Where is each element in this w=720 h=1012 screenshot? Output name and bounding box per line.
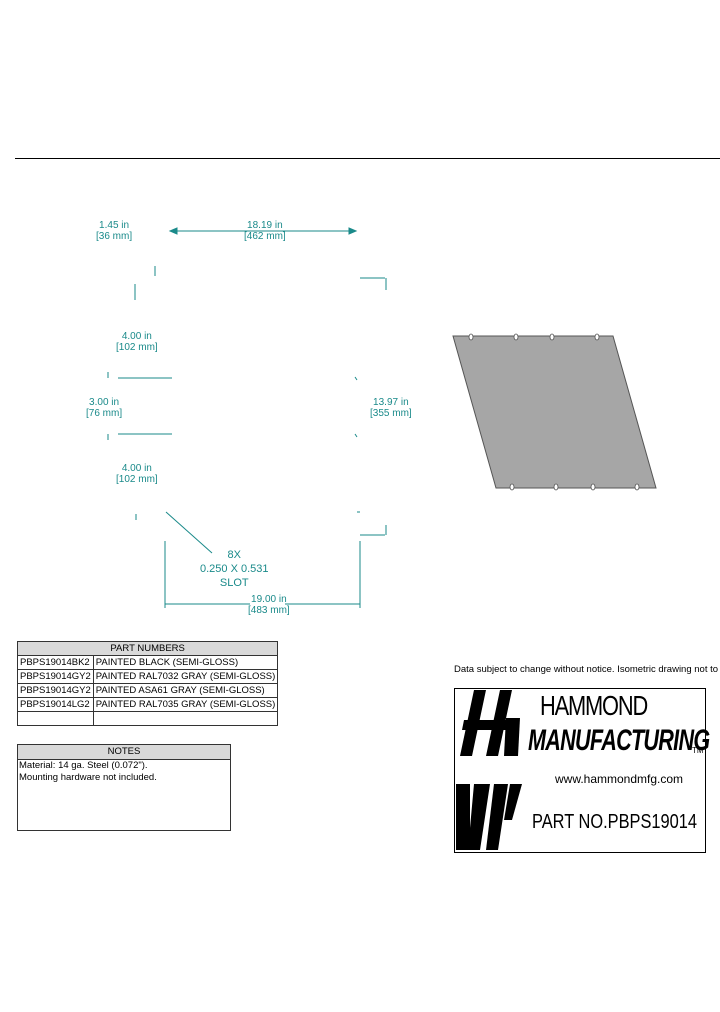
notes-header: NOTES [18, 745, 230, 760]
part-numbers-table: PART NUMBERS PBPS19014BK2 PAINTED BLACK … [16, 641, 279, 726]
trademark-symbol: TM [692, 746, 704, 755]
part-number-cell: PBPS19014LG2 [17, 697, 94, 712]
brand-name-line2: MANUFACTURING [528, 724, 710, 757]
part-number-cell: PBPS19014GY2 [17, 669, 94, 684]
part-number-title: PART NO.PBPS19014 [532, 811, 698, 833]
hammond-logo-icon [456, 690, 522, 850]
dimension-height: 13.97 in [355 mm] [370, 397, 412, 419]
table-row-empty [17, 711, 279, 726]
note-line: Material: 14 ga. Steel (0.072"). [19, 760, 148, 771]
brand-name-line1: HAMMOND [540, 690, 648, 721]
note-line: Mounting hardware not included. [19, 772, 157, 783]
part-number-cell: PBPS19014BK2 [17, 655, 94, 670]
title-block [454, 688, 706, 853]
dimension-slot-callout: 8X 0.250 X 0.531 SLOT [200, 549, 269, 589]
description-cell: PAINTED ASA61 GRAY (SEMI-GLOSS) [92, 683, 279, 698]
description-cell: PAINTED RAL7035 GRAY (SEMI-GLOSS) [92, 697, 279, 712]
dimension-width-offset: 1.45 in [36 mm] [96, 220, 133, 242]
table-row: PBPS19014LG2 PAINTED RAL7035 GRAY (SEMI-… [17, 697, 279, 712]
disclaimer-text: Data subject to change without notice. I… [454, 664, 720, 675]
part-number-cell: PBPS19014GY2 [17, 683, 94, 698]
dimension-upper-spacing: 4.00 in [102 mm] [116, 331, 158, 353]
table-row: PBPS19014GY2 PAINTED RAL7032 GRAY (SEMI-… [17, 669, 279, 684]
dimension-top-span: 18.19 in [462 mm] [244, 220, 286, 242]
table-row: PBPS19014BK2 PAINTED BLACK (SEMI-GLOSS) [17, 655, 279, 670]
dimension-middle-spacing: 3.00 in [76 mm] [86, 397, 123, 419]
notes-box: NOTES Material: 14 ga. Steel (0.072"). M… [17, 744, 231, 831]
description-cell: PAINTED BLACK (SEMI-GLOSS) [92, 655, 279, 670]
table-row: PBPS19014GY2 PAINTED ASA61 GRAY (SEMI-GL… [17, 683, 279, 698]
dimension-overall-width: 19.00 in [483 mm] [248, 594, 290, 616]
dimension-lower-spacing: 4.00 in [102 mm] [116, 463, 158, 485]
part-numbers-header: PART NUMBERS [16, 641, 279, 656]
website-link[interactable]: www.hammondmfg.com [555, 772, 684, 786]
description-cell: PAINTED RAL7032 GRAY (SEMI-GLOSS) [92, 669, 279, 684]
drawing-border-top [15, 158, 720, 159]
